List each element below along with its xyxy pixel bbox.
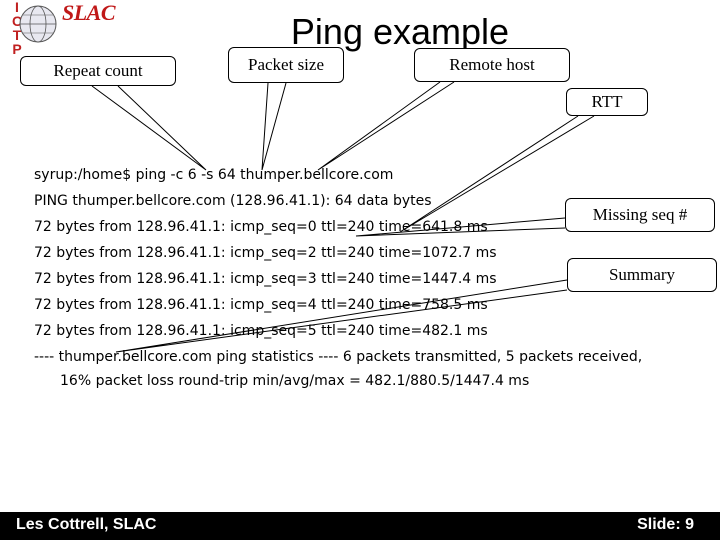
terminal-line-summary: 16% packet loss round-trip min/avg/max =… xyxy=(60,373,530,389)
terminal-line-ping-header: PING thumper.bellcore.com (128.96.41.1):… xyxy=(34,193,432,209)
leader-missing-seq xyxy=(355,217,566,237)
callout-repeat-count: Repeat count xyxy=(20,56,176,86)
callout-rtt: RTT xyxy=(566,88,648,116)
footer-slide-number: Slide: 9 xyxy=(637,516,694,533)
terminal-line-command: syrup:/home$ ping -c 6 -s 64 thumper.bel… xyxy=(34,167,394,183)
slac-logo: SLAC xyxy=(62,0,116,26)
terminal-line-reply: 72 bytes from 128.96.41.1: icmp_seq=0 tt… xyxy=(34,219,488,235)
terminal-line-statistics: ---- thumper.bellcore.com ping statistic… xyxy=(34,349,643,365)
terminal-line-reply: 72 bytes from 128.96.41.1: icmp_seq=5 tt… xyxy=(34,323,488,339)
slide-title: Ping example xyxy=(290,11,510,52)
terminal-line-reply: 72 bytes from 128.96.41.1: icmp_seq=4 tt… xyxy=(34,297,488,313)
terminal-line-reply: 72 bytes from 128.96.41.1: icmp_seq=3 tt… xyxy=(34,271,497,287)
terminal-line-reply: 72 bytes from 128.96.41.1: icmp_seq=2 tt… xyxy=(34,245,497,261)
callout-missing-seq: Missing seq # xyxy=(565,198,715,232)
callout-remote-host: Remote host xyxy=(414,48,570,82)
globe-icon xyxy=(19,5,57,43)
leader-remote-host xyxy=(317,81,455,171)
footer-author: Les Cottrell, SLAC xyxy=(16,516,157,533)
leader-summary xyxy=(115,279,568,353)
leader-repeat-count xyxy=(91,85,207,171)
callout-packet-size: Packet size xyxy=(228,47,344,83)
callout-summary: Summary xyxy=(567,258,717,292)
slac-logo-text: SLAC xyxy=(62,0,116,25)
leader-packet-size xyxy=(261,82,287,171)
terminal-output: syrup:/home$ ping -c 6 -s 64 thumper.bel… xyxy=(34,162,714,392)
footer-bar: Les Cottrell, SLAC Slide: 9 xyxy=(0,512,720,540)
